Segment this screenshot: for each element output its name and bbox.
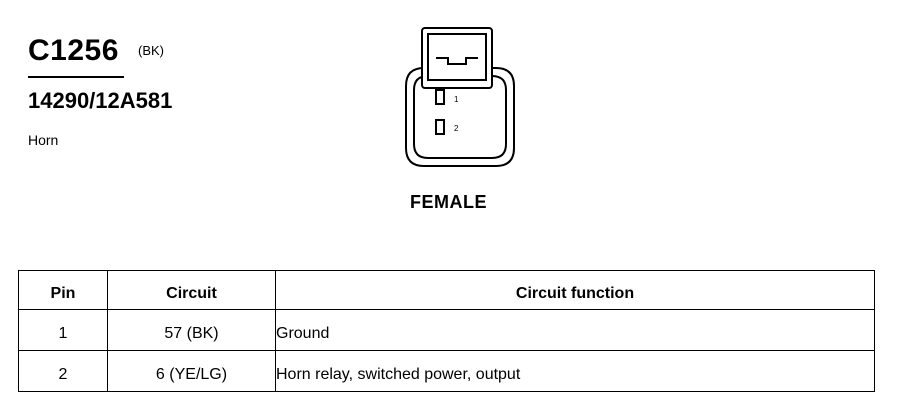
cell-pin: 1 — [18, 309, 108, 351]
connector-color-code: (BK) — [138, 43, 164, 58]
cell-circuit: 57 (BK) — [107, 309, 276, 351]
header-circuit-function: Circuit function — [275, 270, 875, 310]
header-pin: Pin — [18, 270, 108, 310]
cell-pin: 2 — [18, 350, 108, 392]
lock-latch — [436, 57, 478, 65]
table-row: 2 6 (YE/LG) Horn relay, switched power, … — [18, 350, 875, 392]
pin-cavity-2 — [435, 119, 445, 135]
cell-circuit-function: Horn relay, switched power, output — [275, 350, 875, 392]
table-row: 1 57 (BK) Ground — [18, 309, 875, 351]
table-header-row: Pin Circuit Circuit function — [18, 270, 875, 310]
title-underline — [28, 76, 124, 78]
pin-label-2: 2 — [454, 124, 459, 133]
header-circuit: Circuit — [107, 270, 276, 310]
pin-label-1: 1 — [454, 95, 459, 104]
pinout-table: Pin Circuit Circuit function 1 57 (BK) G… — [18, 270, 875, 392]
connector-face-drawing: 1 2 — [405, 27, 515, 167]
connector-id: C1256 — [28, 34, 119, 67]
connector-description: Horn — [28, 132, 59, 148]
pin-cavity-1 — [435, 89, 445, 105]
cell-circuit: 6 (YE/LG) — [107, 350, 276, 392]
connector-inner-shell — [413, 75, 507, 159]
cell-circuit-function: Ground — [275, 309, 875, 351]
connector-gender-label: FEMALE — [410, 192, 487, 212]
part-number: 14290/12A581 — [28, 88, 173, 113]
connector-outer-shell — [405, 67, 515, 167]
